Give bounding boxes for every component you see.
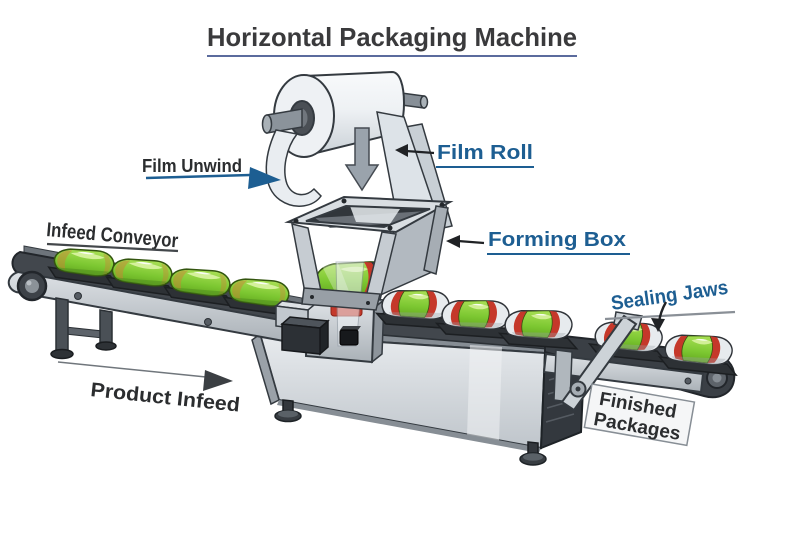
product-infeed-arrow-icon xyxy=(203,370,233,391)
film-roll-arrow-icon xyxy=(395,144,408,157)
infeed-conveyor xyxy=(7,243,304,360)
machine-foot xyxy=(274,399,302,423)
title-block: Horizontal Packaging Machine xyxy=(207,22,577,57)
film-roll-label: Film Roll xyxy=(437,142,533,164)
sealing-jaws-arrow-icon xyxy=(651,318,665,332)
pedestal-knob xyxy=(339,326,361,346)
forming-box-arrow-icon xyxy=(446,235,460,248)
forming-box-label: Forming Box xyxy=(488,229,626,251)
film-unwind-arrow-icon xyxy=(248,167,281,189)
infeed-conveyor-underline xyxy=(46,242,179,253)
forming-box-arrow-line xyxy=(457,239,485,245)
page-title: Horizontal Packaging Machine xyxy=(207,22,577,52)
sealing-jaws-underline xyxy=(604,310,736,321)
film-flow-arrow-icon xyxy=(344,127,380,192)
transfer-box xyxy=(274,300,330,356)
forming-box xyxy=(284,195,454,311)
film-roll-arrow-line xyxy=(405,149,435,155)
conveyor-legs xyxy=(50,297,117,360)
film-unwind-label: Film Unwind xyxy=(142,156,242,176)
product-infeed-arrow-line xyxy=(57,361,207,378)
film-unwind-arrow-line xyxy=(145,173,251,180)
machine-foot xyxy=(519,441,547,466)
